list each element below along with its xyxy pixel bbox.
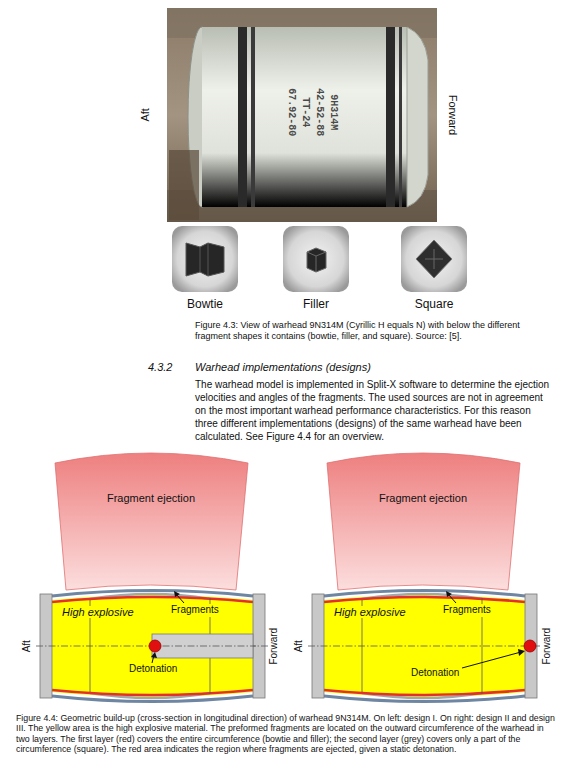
region-label: Fragment ejection (107, 492, 195, 504)
warhead-cross-section-design-1 (36, 453, 269, 702)
section-heading: Warhead implementations (designs) (195, 361, 371, 375)
region-label: High explosive (334, 606, 406, 618)
ejection-region: Fragment ejection (105, 492, 197, 504)
body-paragraph: The warhead model is implemented in Spli… (195, 378, 551, 443)
figure-caption: Figure 4.3: View of warhead 9N314M (Cyri… (195, 320, 550, 343)
explosive-region: High explosive (60, 606, 136, 618)
ejection-region: Fragment ejection (377, 492, 469, 504)
side-label: Aft (21, 640, 34, 652)
fragments-label: Fragments (442, 604, 492, 617)
region-label: High explosive (62, 606, 134, 618)
explosive-region: High explosive (332, 606, 408, 618)
fragment-label: Bowtie (187, 297, 223, 312)
stencil-text: 42-52-88 (313, 88, 326, 136)
detonation-label: Detonation (128, 663, 178, 676)
region-label: Fragment ejection (379, 492, 467, 504)
stencil-text: TT-24 (299, 97, 312, 127)
fragment-label: Filler (303, 297, 329, 312)
fragments-label: Fragments (170, 604, 220, 617)
side-label: Forward (445, 95, 459, 135)
fragment-label: Square (415, 297, 454, 312)
figure-caption: Figure 4.4: Geometric build-up (cross-se… (16, 713, 556, 754)
fragment-photos (172, 226, 467, 292)
section-number: 4.3.2 (148, 361, 172, 375)
side-label: Aft (293, 640, 306, 652)
stencil-text: 67.92-80 (285, 88, 298, 136)
side-label: Forward (268, 628, 281, 665)
side-label: Forward (541, 628, 554, 665)
warhead-photo (167, 8, 437, 222)
stencil-text: 9H314M (327, 94, 340, 130)
detonation-label: Detonation (410, 667, 460, 680)
warhead-cross-section-design-2-3 (308, 453, 541, 702)
side-label: Aft (139, 108, 153, 121)
